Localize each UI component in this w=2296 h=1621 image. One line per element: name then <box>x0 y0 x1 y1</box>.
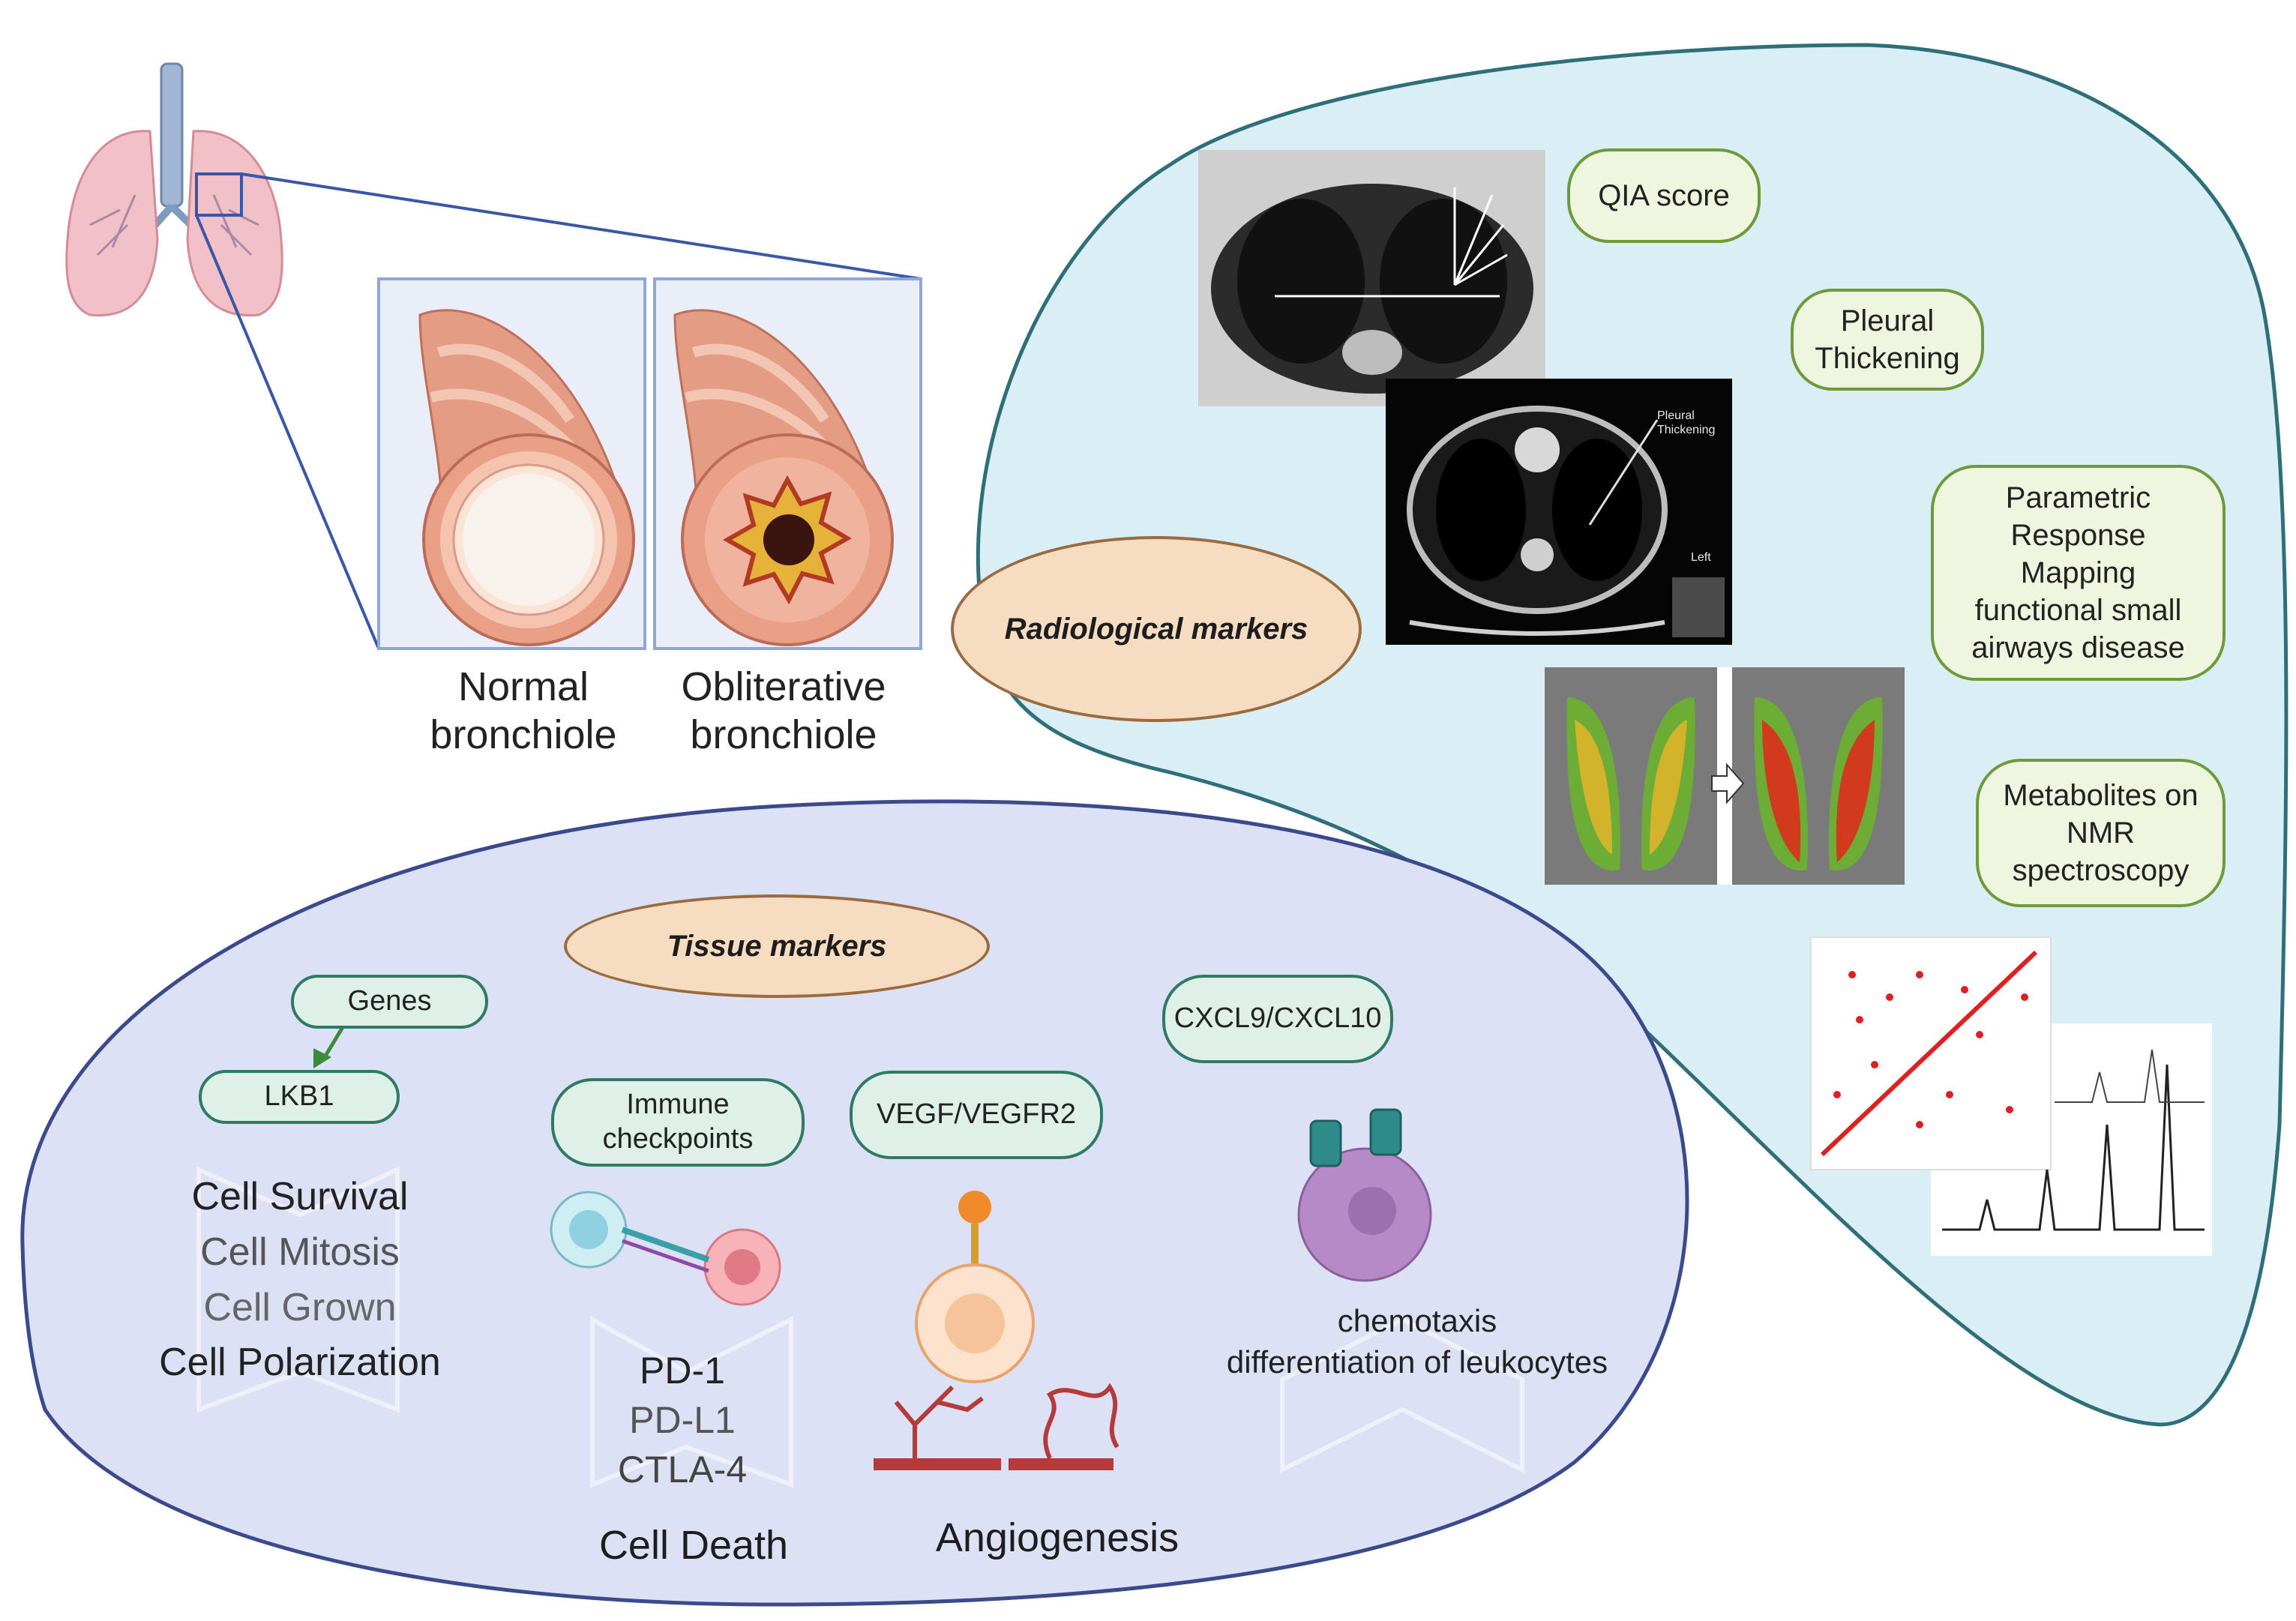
ct-left-marker: Left <box>1691 551 1711 564</box>
nmr-spectrum-image <box>1810 936 2212 1256</box>
tissue-markers-oval: Tissue markers <box>564 894 990 998</box>
chevron-backdrop-chemotaxis <box>1280 1317 1524 1473</box>
immune-cell-interaction-icon <box>550 1191 781 1306</box>
ct-annotation: Pleural Thickening <box>1657 409 1715 437</box>
radiological-markers-oval: Radiological markers <box>951 536 1362 722</box>
effect-cell-survival: Cell Survival <box>191 1175 409 1218</box>
pleural-thickening-pill: Pleural Thickening <box>1791 289 1984 391</box>
prm-pill: Parametric Response Mapping functional s… <box>1931 465 2226 681</box>
zoom-box <box>195 172 243 217</box>
effect-cell-mitosis: Cell Mitosis <box>200 1230 400 1274</box>
checkpoint-pd1: PD-1 <box>640 1350 725 1392</box>
obliterative-bronchiole-illustration <box>673 309 894 646</box>
angiogenesis-label: Angiogenesis <box>935 1515 1179 1560</box>
ct-scan-pleural-image <box>1386 379 1732 645</box>
lkb1-label: LKB1 <box>264 1080 334 1113</box>
prm-line3: Mapping <box>2020 556 2136 589</box>
obliterative-label-line2: bronchiole <box>690 712 877 757</box>
immune-checkpoints-pill: Immune checkpoints <box>551 1078 805 1167</box>
zoom-line-top <box>241 172 922 280</box>
arrow-head <box>313 1048 331 1068</box>
chevron-backdrop-checkpoints <box>590 1315 793 1488</box>
ct-annotation-line1: Pleural <box>1657 409 1695 422</box>
nmr-line2: NMR <box>2066 816 2136 849</box>
prm-lung-map-image <box>1545 667 1905 885</box>
blood-vessels-icon <box>874 1383 1120 1470</box>
lungs-icon <box>65 62 283 317</box>
checkpoint-list: PD-1 PD-L1 CTLA-4 <box>581 1346 784 1494</box>
lkb1-pill: LKB1 <box>199 1070 400 1124</box>
cell-death-label: Cell Death <box>598 1523 789 1568</box>
immune-line2: checkpoints <box>602 1123 754 1155</box>
checkpoint-ctla4: CTLA-4 <box>617 1449 748 1491</box>
genes-pill: Genes <box>291 975 488 1029</box>
obliterative-label-line1: Obliterative <box>681 664 886 709</box>
prm-line2: Response <box>2010 519 2146 552</box>
lkb1-effects-list: Cell Survival Cell Mitosis Cell Grown Ce… <box>105 1170 495 1391</box>
vegf-label: VEGF/VEGFR2 <box>876 1098 1077 1131</box>
obliterative-bronchiole-label: Obliterative bronchiole <box>660 664 907 759</box>
normal-label-line1: Normal <box>457 664 589 709</box>
nmr-line1: Metabolites on <box>2003 779 2199 812</box>
chemotaxis-line2: differentiation of leukocytes <box>1226 1344 1608 1380</box>
genes-label: Genes <box>347 985 432 1017</box>
ct-scan-chest-image <box>1198 150 1545 406</box>
prm-line5: airways disease <box>1971 631 2185 664</box>
radiological-markers-title: Radiological markers <box>1004 612 1308 646</box>
tissue-markers-title: Tissue markers <box>667 929 887 963</box>
cxcl-label: CXCL9/CXCL10 <box>1173 1002 1382 1035</box>
normal-bronchiole-illustration <box>418 309 635 646</box>
vegf-receptor-cell-icon <box>915 1191 1035 1383</box>
chemotaxis-label: chemotaxis differentiation of leukocytes <box>1200 1301 1635 1383</box>
vegf-pill: VEGF/VEGFR2 <box>850 1071 1103 1159</box>
nmr-line3: spectroscopy <box>2012 854 2190 887</box>
normal-bronchiole-label: Normal bronchiole <box>411 664 636 759</box>
prm-line4: functional small <box>1974 594 2182 627</box>
prm-line1: Parametric <box>2005 481 2151 514</box>
chevron-backdrop-survival <box>196 1166 400 1413</box>
pleural-line2: Thickening <box>1815 342 1960 375</box>
pleural-line1: Pleural <box>1840 304 1935 337</box>
qia-score-pill: QIA score <box>1567 148 1761 243</box>
ct-annotation-line2: Thickening <box>1657 424 1716 437</box>
cxcl-pill: CXCL9/CXCL10 <box>1162 975 1393 1063</box>
qia-score-label: QIA score <box>1598 179 1730 212</box>
checkpoint-pdl1: PD-L1 <box>629 1399 736 1441</box>
zoom-line-bottom <box>195 214 380 649</box>
effect-cell-grown: Cell Grown <box>203 1285 397 1329</box>
chemotaxis-line1: chemotaxis <box>1337 1303 1497 1338</box>
chemokine-receptor-cell-icon <box>1297 1108 1432 1282</box>
immune-line1: Immune <box>626 1089 730 1121</box>
normal-label-line2: bronchiole <box>430 712 617 757</box>
nmr-metabolites-pill: Metabolites on NMR spectroscopy <box>1976 759 2226 907</box>
effect-cell-polarization: Cell Polarization <box>159 1341 441 1385</box>
